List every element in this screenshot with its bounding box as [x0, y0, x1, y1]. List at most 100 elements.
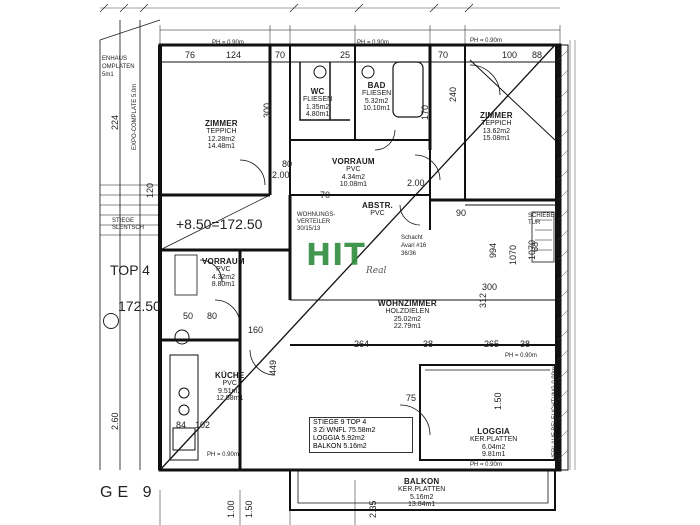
info-line-balkon: BALKON 5.16m2 — [313, 443, 367, 451]
hit-logo-subtitle: Real — [366, 266, 387, 276]
room-floor: TEPPICH — [481, 120, 512, 128]
level-mark: +8.50=172.50 — [176, 216, 263, 232]
hit-logo: HIT — [306, 238, 366, 273]
room-name: ZIMMER — [480, 111, 513, 120]
dim-38a: 38 — [423, 339, 434, 349]
right-hatch — [557, 49, 569, 461]
top-label: TOP 4 — [110, 262, 150, 278]
note-wohnungs: WOHNUNGS- — [297, 212, 336, 218]
dim-449: 449 — [268, 359, 278, 375]
room-loggia: LOGGIA KER.PLATTEN 6.04m2 9.81m1 — [470, 427, 518, 459]
note-treppe: EXPO-COMPLATE 5.0m — [132, 83, 138, 150]
room-area: 4.32m2 — [211, 273, 236, 281]
info-line-stiege: STIEGE 9 TOP 4 — [313, 419, 367, 426]
room-name: BAD — [367, 81, 386, 90]
dim-38b: 38 — [520, 339, 531, 349]
dim-200: 2.00 — [272, 170, 290, 180]
room-area: 6.04m2 — [481, 443, 506, 451]
dim-150b: 1.50 — [244, 500, 254, 518]
room-name: ZIMMER — [205, 119, 238, 128]
dim-264: 264 — [354, 339, 370, 349]
dim-top-76: 76 — [185, 50, 196, 60]
note-stiege: STIEGE — [112, 218, 135, 224]
dim-top-70: 70 — [275, 50, 286, 60]
note-stiege-2: SLENTSCH — [112, 225, 145, 231]
room-perimeter: 8.80m1 — [211, 281, 236, 289]
room-floor: PVC — [216, 266, 231, 274]
dim-1070a: 1070 — [508, 244, 518, 265]
dim-160: 160 — [248, 325, 264, 335]
room-perimeter: 4.80m1 — [305, 111, 330, 119]
room-floor: KER.PLATTEN — [398, 486, 446, 494]
room-perimeter: 22.79m1 — [393, 323, 422, 331]
dim-90: 90 — [456, 208, 467, 218]
note-left-2: OMPLATEN — [102, 64, 135, 70]
room-name: BALKON — [403, 477, 440, 486]
room-name: LOGGIA — [477, 427, 511, 436]
unit-info-box: STIEGE 9 TOP 4 3 Zi WNFL 75.58m2 LOGGIA … — [309, 417, 413, 454]
note-left-3: 5m1 — [102, 72, 114, 78]
room-name: WC — [310, 87, 325, 96]
dim-80a: 80 — [282, 159, 293, 169]
ph-label-2: PH = 0.90m — [357, 40, 389, 46]
dim-265: 265 — [484, 339, 500, 349]
room-perimeter: 9.81m1 — [481, 451, 506, 459]
room-perimeter: 15.08m1 — [482, 135, 510, 143]
dim-260: 2.60 — [110, 412, 120, 430]
dim-235: 2.35 — [368, 500, 378, 518]
room-balkon: BALKON KER.PLATTEN 5.16m2 13.84m1 — [398, 477, 446, 509]
room-name: VORRAUM — [332, 157, 375, 166]
room-perimeter: 14.48m1 — [207, 143, 235, 151]
room-area: 1.35m2 — [305, 103, 330, 111]
room-area: 5.16m2 — [409, 493, 434, 501]
wall-outlines — [99, 3, 576, 525]
room-floor: PVC — [222, 380, 237, 388]
room-floor: PVC — [370, 210, 385, 218]
note-ph-room: PH = 0.90m — [470, 38, 502, 44]
room-perimeter: 10.10m1 — [362, 105, 391, 113]
info-line-loggia: LOGGIA 5.92m2 — [313, 435, 365, 443]
room-perimeter: 12.58m1 — [216, 395, 244, 403]
dim-120: 120 — [145, 182, 155, 198]
room-perimeter: 13.84m1 — [408, 501, 436, 509]
ph-label-4: PH = 0.90m — [207, 452, 239, 458]
room-vorraum-top: VORRAUM PVC 4.34m2 10.08m1 — [332, 157, 375, 189]
dim-50: 50 — [183, 311, 194, 321]
dim-300b: 300 — [482, 282, 498, 292]
section-marker — [103, 313, 119, 329]
note-schacht-3: 36/36 — [401, 251, 417, 257]
room-abstr: ABSTR. PVC — [362, 201, 393, 218]
room-area: 4.34m2 — [341, 173, 366, 181]
room-floor: KER.PLATTEN — [470, 436, 518, 444]
room-floor: TEPPICH — [206, 128, 237, 136]
room-name: WOHNZIMMER — [378, 299, 437, 308]
room-floor: FLIESEN — [362, 90, 392, 98]
room-name: VORRAUM — [202, 257, 245, 266]
room-kueche: KÜCHE PVC 9.51m2 12.58m1 — [215, 371, 244, 403]
dim-top-25: 25 — [340, 50, 351, 60]
dim-80b: 80 — [207, 311, 218, 321]
dim-84: 84 — [176, 420, 187, 430]
room-area: 9.51m2 — [218, 387, 242, 395]
room-area: 13.62m2 — [482, 127, 510, 135]
dim-top-124: 124 — [226, 50, 242, 60]
dim-150a: 1.50 — [493, 392, 503, 410]
note-left-1: ENHAUS — [102, 56, 128, 62]
dim-300: 300 — [262, 102, 272, 118]
room-perimeter: 10.08m1 — [339, 181, 367, 189]
room-wohnzimmer: WOHNZIMMER HOLZDIELEN 25.02m2 22.79m1 — [378, 299, 437, 331]
dim-200b: 2.00 — [407, 178, 425, 188]
dim-994: 994 — [488, 242, 498, 258]
room-vorraum-left: VORRAUM PVC 4.32m2 8.80m1 — [202, 257, 245, 289]
room-floor: PVC — [346, 166, 361, 174]
note-schacht: Schacht — [401, 235, 423, 241]
note-right-strip: VERLAUF BELEUCHTUNG 0.90m2 — [552, 363, 558, 460]
room-wc: WC FLIESEN 1.35m2 4.80m1 — [303, 87, 332, 119]
ph-label-5: PH = 0.90m — [470, 462, 502, 468]
dim-top-100: 100 — [502, 50, 518, 60]
dim-102: 102 — [195, 420, 211, 430]
dim-top-70b: 70 — [438, 50, 449, 60]
dim-68: 68 — [530, 241, 540, 252]
room-area: 25.02m2 — [393, 315, 422, 323]
